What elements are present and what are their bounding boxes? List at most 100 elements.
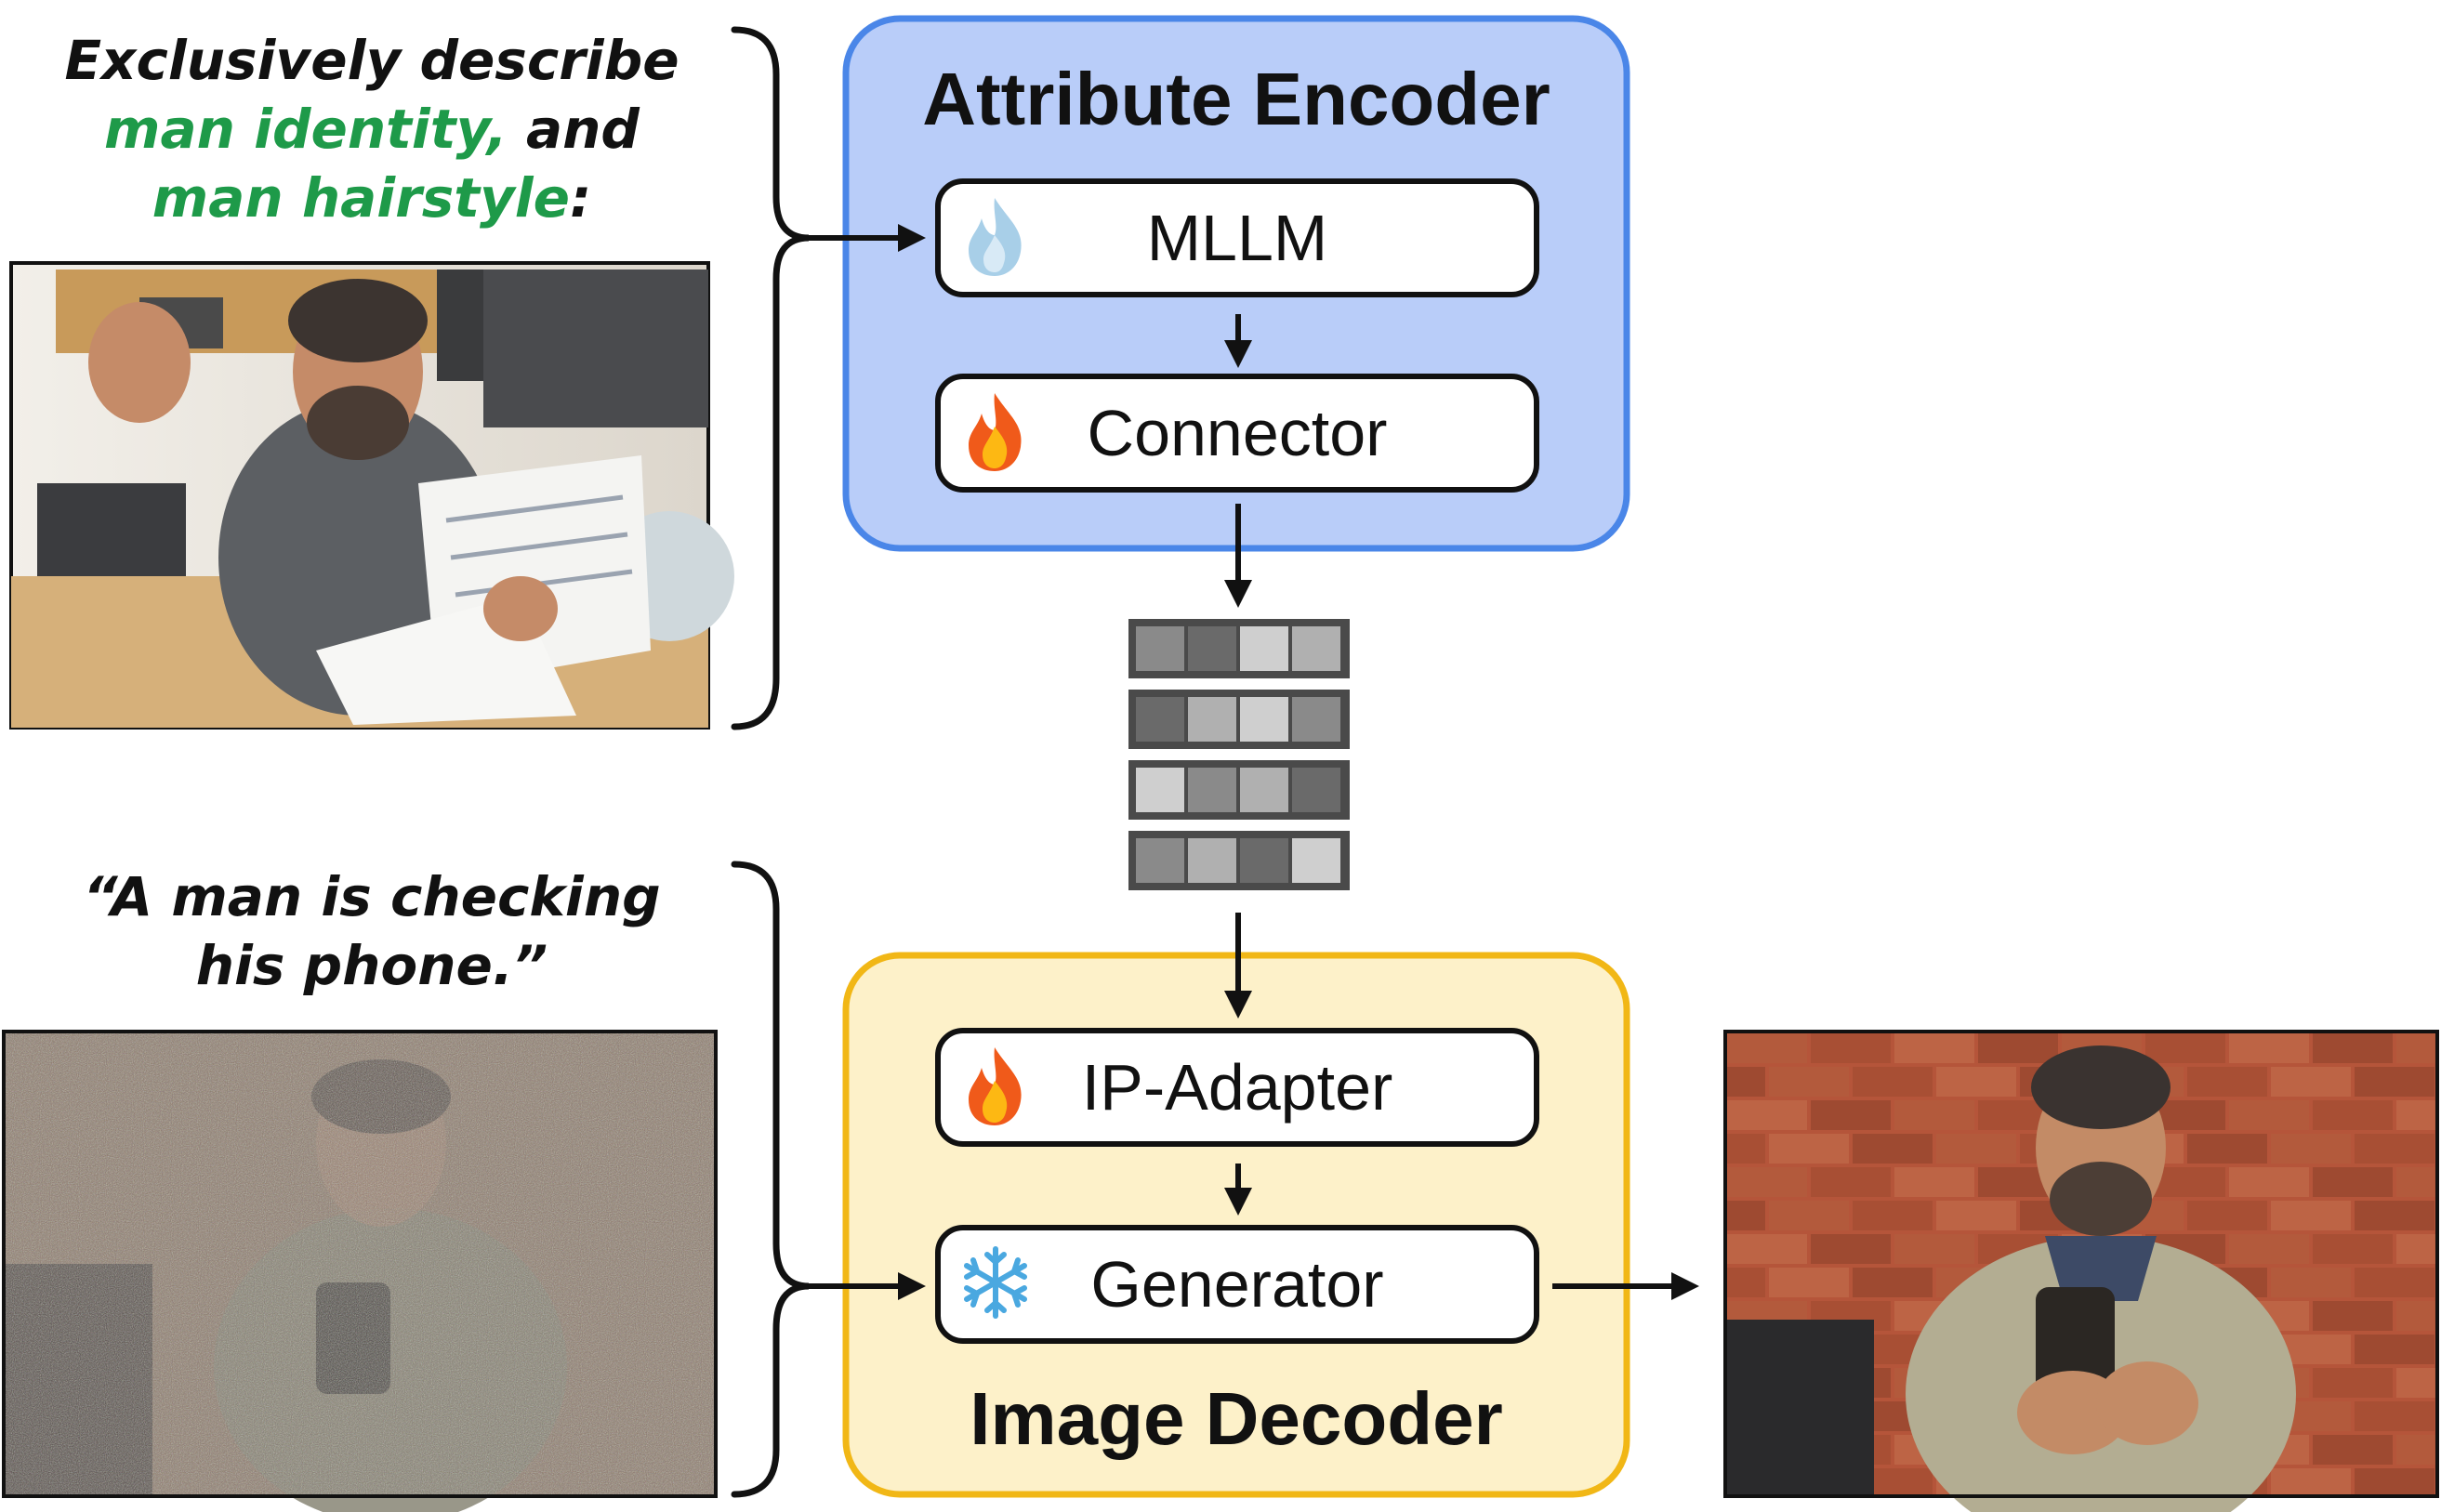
token-cell	[1240, 768, 1288, 812]
brick	[2187, 1201, 2267, 1230]
encoder-prompt-line1: Exclusively describe	[64, 29, 680, 92]
connector-label: Connector	[1087, 397, 1388, 469]
brick	[2187, 1067, 2267, 1097]
token-cell	[1188, 697, 1236, 742]
brick	[2313, 1301, 2393, 1331]
brick	[2271, 1067, 2351, 1097]
decoder-input-brace	[731, 861, 810, 1498]
encoder-prompt-line2-highlight: man identity,	[104, 98, 508, 161]
input-reference-photo	[9, 261, 734, 730]
ip-adapter-label: IP-Adapter	[1081, 1051, 1393, 1124]
brick	[2396, 1100, 2435, 1130]
encoder-prompt-line3-highlight: man hairstyle	[152, 166, 571, 230]
decoder-prompt-line1: “A man is checking	[83, 865, 661, 928]
brick	[2396, 1301, 2435, 1331]
brick	[2313, 1100, 2393, 1130]
brick	[2271, 1268, 2351, 1297]
brick	[1853, 1201, 1933, 1230]
brick	[2355, 1468, 2434, 1498]
flame-icon	[957, 389, 1032, 477]
token-cell	[1292, 768, 1340, 812]
decoder-title: Image Decoder	[970, 1377, 1503, 1460]
brick	[2271, 1201, 2351, 1230]
brick	[2313, 1368, 2393, 1398]
mllm-label: MLLM	[1146, 202, 1328, 274]
brick	[2229, 1100, 2309, 1130]
connector-module: Connector	[935, 374, 1539, 493]
brick	[2313, 1435, 2393, 1465]
brick	[1769, 1268, 1849, 1297]
brick	[1894, 1234, 1974, 1264]
brick	[2396, 1435, 2435, 1465]
brick	[1727, 1234, 1807, 1264]
brick	[1811, 1033, 1891, 1063]
generated-output-photo	[1723, 1030, 2439, 1512]
brick	[2313, 1167, 2393, 1197]
noisy-input-photo	[2, 1030, 718, 1512]
brick	[1727, 1067, 1765, 1097]
token-cell	[1136, 697, 1184, 742]
brick	[2271, 1468, 2351, 1498]
frozen-flame-icon	[957, 194, 1032, 282]
generator-label: Generator	[1090, 1248, 1384, 1321]
flame-icon	[957, 1044, 1032, 1131]
brick	[1894, 1100, 1974, 1130]
token-cell	[1136, 626, 1184, 671]
token-cell	[1240, 697, 1288, 742]
brick	[2145, 1033, 2225, 1063]
brick	[1769, 1201, 1849, 1230]
brick	[1936, 1134, 2016, 1164]
brick	[2229, 1234, 2309, 1264]
encoder-prompt-line3-rest: :	[570, 166, 592, 230]
brick	[2355, 1067, 2434, 1097]
token-embedding-grid	[1128, 619, 1350, 890]
brick	[2355, 1268, 2434, 1297]
brick	[2396, 1234, 2435, 1264]
brick	[1727, 1268, 1765, 1297]
brick	[1894, 1033, 1974, 1063]
brick	[2313, 1234, 2393, 1264]
brick	[1811, 1100, 1891, 1130]
brick	[2313, 1033, 2393, 1063]
brick	[1727, 1134, 1765, 1164]
brick	[1853, 1067, 1933, 1097]
brick	[1727, 1033, 1807, 1063]
brick	[1769, 1067, 1849, 1097]
brick	[2396, 1167, 2435, 1197]
encoder-title: Attribute Encoder	[922, 58, 1550, 140]
generator-module: Generator	[935, 1225, 1539, 1344]
brick	[2396, 1033, 2435, 1063]
encoder-prompt-line2-rest: and	[507, 98, 640, 161]
token-cell	[1292, 626, 1340, 671]
token-cell	[1240, 626, 1288, 671]
token-cell	[1136, 768, 1184, 812]
brick	[1727, 1167, 1807, 1197]
brick	[2355, 1401, 2434, 1431]
brick	[1727, 1201, 1765, 1230]
brick	[1853, 1268, 1933, 1297]
token-cell	[1292, 838, 1340, 883]
brick	[1811, 1167, 1891, 1197]
token-cell	[1188, 626, 1236, 671]
brick	[1811, 1234, 1891, 1264]
brick	[2187, 1134, 2267, 1164]
brick	[1936, 1201, 2016, 1230]
brick	[1769, 1134, 1849, 1164]
token-cell	[1188, 838, 1236, 883]
brick	[1894, 1167, 1974, 1197]
token-cell	[1136, 838, 1184, 883]
brick	[1936, 1067, 2016, 1097]
brick	[1853, 1134, 1933, 1164]
token-cell	[1188, 768, 1236, 812]
encoder-prompt: Exclusively describe man identity, and m…	[19, 26, 725, 232]
decoder-prompt: “A man is checking his phone.”	[19, 862, 725, 1000]
snowflake-icon	[957, 1244, 1034, 1324]
token-cell	[1240, 838, 1288, 883]
token-cell	[1292, 697, 1340, 742]
brick	[2229, 1033, 2309, 1063]
brick	[2229, 1167, 2309, 1197]
brick	[1978, 1033, 2058, 1063]
brick	[2355, 1335, 2434, 1364]
encoder-input-brace	[731, 26, 810, 730]
brick	[2355, 1134, 2434, 1164]
